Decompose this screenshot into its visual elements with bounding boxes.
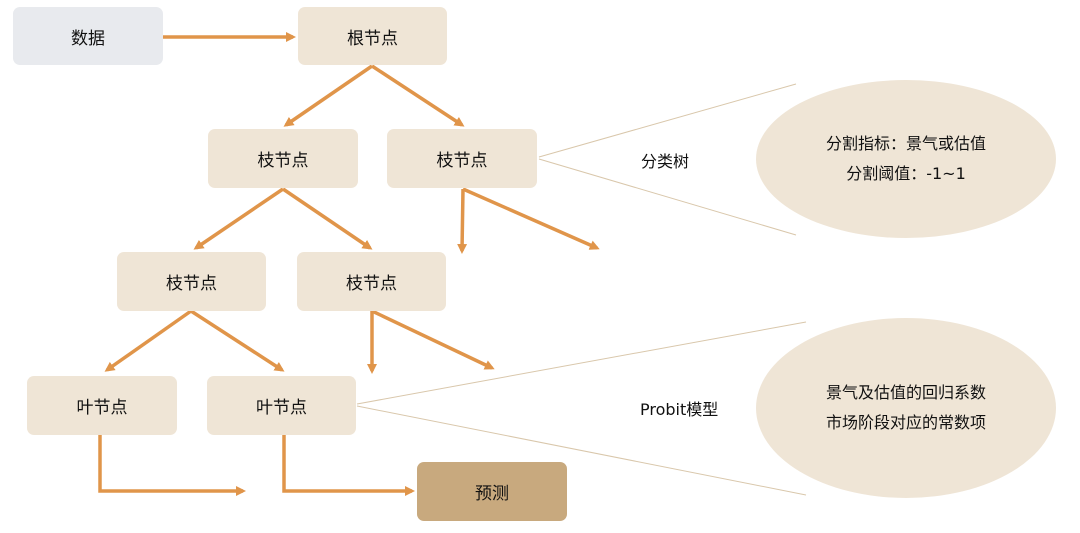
connector-split-upper <box>538 83 797 158</box>
branch-node-4: 枝节点 <box>297 252 446 311</box>
arrow-root-to-branch1 <box>283 64 373 127</box>
root-node: 根节点 <box>298 7 447 65</box>
connector-split-lower <box>538 158 797 236</box>
arrow-branch3-to-leaf2 <box>190 309 285 372</box>
regression-coefficients-text: 景气及估值的回归系数 <box>825 383 986 402</box>
arrow-branch1-to-branch4 <box>282 187 373 250</box>
branch-node-2: 枝节点 <box>387 129 537 188</box>
arrow-branch4-right <box>371 309 495 370</box>
arrow-leaf1-to-right <box>98 435 246 496</box>
split-indicator-text: 分割指标：景气或估值 <box>825 134 986 153</box>
leaf-node-1: 叶节点 <box>27 376 177 435</box>
arrow-leaf2-to-predict <box>282 435 415 496</box>
constant-term-text: 市场阶段对应的常数项 <box>825 413 986 432</box>
branch-node-1: 枝节点 <box>208 129 358 188</box>
split-info-ellipse: 分割指标：景气或估值 分割阈值：-1~1 <box>756 80 1056 238</box>
connector-probit-upper <box>356 321 807 405</box>
arrow-branch2-down <box>457 188 468 254</box>
branch-node-3: 枝节点 <box>117 252 266 311</box>
arrow-branch2-right <box>462 187 600 250</box>
connector-probit-lower <box>356 405 807 496</box>
arrow-branch1-to-branch3 <box>193 187 284 250</box>
split-threshold-text: 分割阈值：-1~1 <box>846 164 966 183</box>
classification-tree-label: 分类树 <box>641 152 690 171</box>
predict-node: 预测 <box>417 462 567 521</box>
arrow-root-to-branch2 <box>371 64 465 127</box>
probit-model-label: Probit模型 <box>640 400 719 419</box>
leaf-node-2: 叶节点 <box>207 376 356 435</box>
arrow-branch3-to-leaf1 <box>104 309 193 372</box>
data-node: 数据 <box>13 7 163 65</box>
probit-info-ellipse: 景气及估值的回归系数 市场阶段对应的常数项 <box>756 318 1056 498</box>
